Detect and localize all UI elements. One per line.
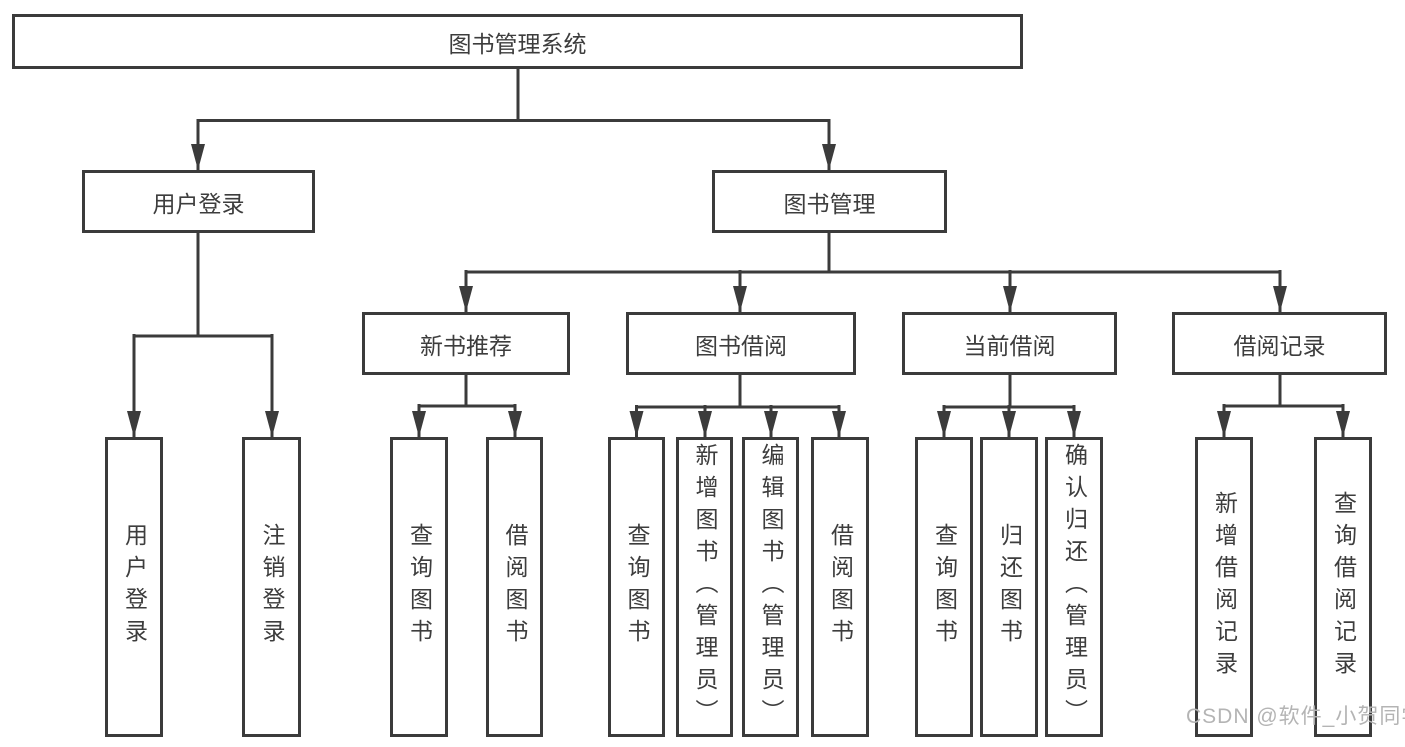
node-label: 注销登录 — [259, 523, 285, 651]
diagram-leaf-borrow-books-2: 借阅图书 — [811, 437, 869, 737]
node-label: 用户登录 — [152, 190, 245, 217]
diagram-leaf-query-books-2: 查询图书 — [608, 437, 665, 737]
csdn-watermark: CSDN @软件_小贺同学 — [1186, 705, 1405, 728]
diagram-node-book-management: 图书管理 — [712, 170, 947, 233]
diagram-node-borrow-record: 借阅记录 — [1172, 312, 1387, 375]
diagram-leaf-return-books: 归还图书 — [980, 437, 1038, 737]
node-label: 查询借阅记录 — [1330, 491, 1357, 683]
diagram-node-root: 图书管理系统 — [12, 14, 1023, 69]
diagram-leaf-add-books-admin: 新增图书（管理员） — [676, 437, 733, 737]
node-label: 查询图书 — [406, 523, 433, 651]
node-label: 查询图书 — [931, 523, 958, 651]
diagram-node-user-login: 用户登录 — [82, 170, 315, 233]
node-label: 确认归还（管理员） — [1061, 443, 1088, 731]
node-label: 借阅图书 — [502, 523, 528, 651]
diagram-leaf-user-login: 用户登录 — [105, 437, 163, 737]
diagram-leaf-logout: 注销登录 — [242, 437, 301, 737]
node-label: 借阅记录 — [1233, 332, 1326, 359]
node-label: 图书借阅 — [695, 332, 787, 359]
node-label: 新增借阅记录 — [1211, 491, 1238, 683]
diagram-leaf-query-books-3: 查询图书 — [915, 437, 973, 737]
diagram-leaf-add-borrow-record: 新增借阅记录 — [1195, 437, 1253, 737]
node-label: 图书管理 — [783, 190, 876, 217]
diagram-leaf-borrow-books-1: 借阅图书 — [486, 437, 543, 737]
node-label: 编辑图书（管理员） — [758, 443, 784, 731]
diagram-leaf-query-borrow-record: 查询借阅记录 — [1314, 437, 1372, 737]
node-label: 用户登录 — [121, 523, 148, 651]
diagram-node-current-borrow: 当前借阅 — [902, 312, 1117, 375]
diagram-leaf-query-books-1: 查询图书 — [390, 437, 448, 737]
node-label: 图书管理系统 — [448, 30, 587, 57]
diagram-node-book-borrow: 图书借阅 — [626, 312, 856, 375]
diagram-node-new-book-recommend: 新书推荐 — [362, 312, 570, 375]
node-label: 新书推荐 — [420, 332, 512, 359]
node-label: 归还图书 — [996, 523, 1023, 651]
node-label: 查询图书 — [624, 523, 650, 651]
node-label: 借阅图书 — [827, 523, 854, 651]
diagram-leaf-edit-books-admin: 编辑图书（管理员） — [742, 437, 799, 737]
node-label: 新增图书（管理员） — [692, 443, 718, 731]
node-label: 当前借阅 — [963, 332, 1056, 359]
diagram-leaf-confirm-return-admin: 确认归还（管理员） — [1045, 437, 1103, 737]
